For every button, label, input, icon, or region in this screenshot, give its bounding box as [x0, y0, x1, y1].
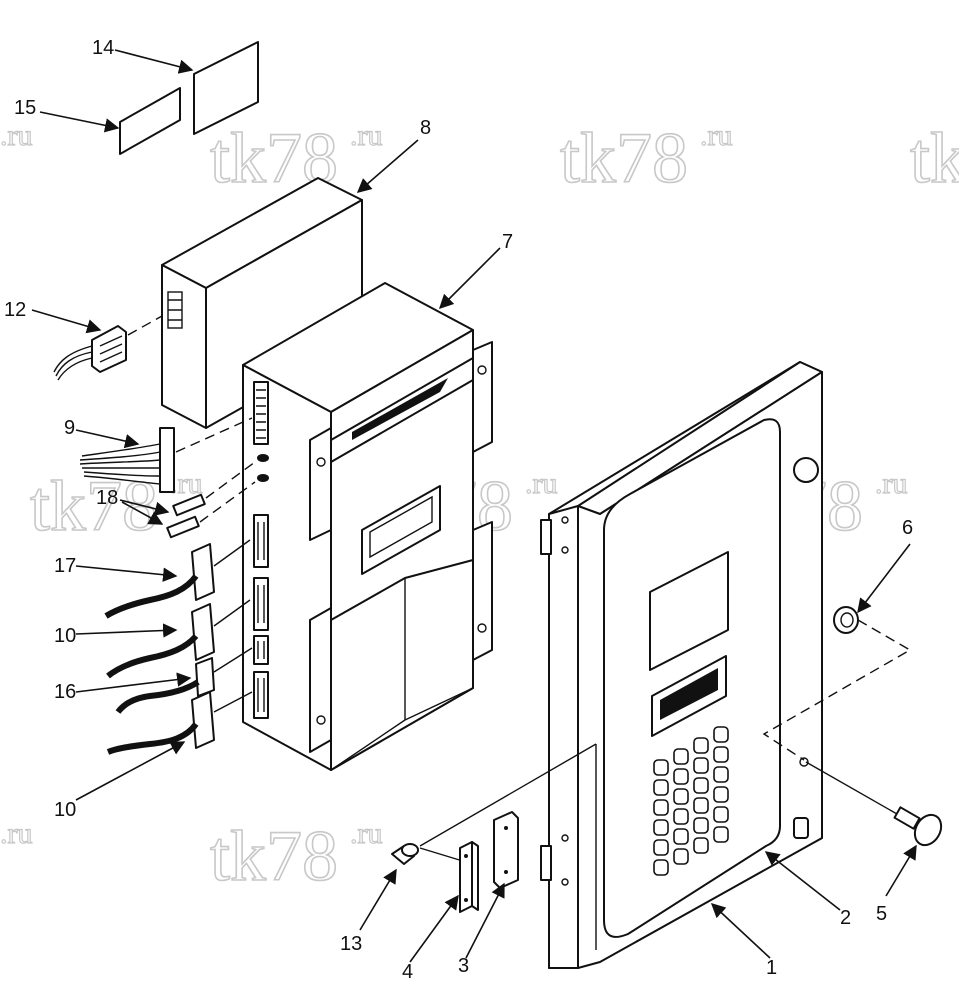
keypad-key — [693, 797, 709, 814]
keypad-key — [713, 826, 729, 843]
keypad-key — [673, 828, 689, 845]
callout-14: 14 — [92, 37, 114, 59]
watermark: .ru — [0, 118, 33, 152]
keypad-key — [673, 848, 689, 865]
keypad-key — [713, 726, 729, 743]
keypad-key — [673, 768, 689, 785]
svg-text:.ru: .ru — [0, 119, 33, 152]
keypad-key — [693, 757, 709, 774]
callout-numbers: 1 2 3 4 5 6 7 8 9 10 10 12 13 14 15 16 1… — [4, 37, 913, 983]
keypad-key — [653, 779, 669, 796]
svg-text:tk78: tk78 — [210, 816, 338, 896]
keypad-key — [673, 788, 689, 805]
callout-18: 18 — [96, 487, 118, 509]
callout-8: 8 — [420, 117, 431, 139]
keypad-key — [673, 808, 689, 825]
keypad-key — [713, 786, 729, 803]
callout-13: 13 — [340, 933, 362, 955]
callout-2: 2 — [840, 907, 851, 929]
callout-4: 4 — [402, 961, 413, 983]
part-7-chassis — [242, 282, 493, 771]
callout-10-upper: 10 — [54, 625, 76, 647]
watermark: tk78 .ru — [559, 117, 733, 199]
callout-6: 6 — [902, 517, 913, 539]
callout-9: 9 — [64, 417, 75, 439]
part-18-fuses — [166, 461, 256, 539]
svg-text:.ru: .ru — [350, 817, 383, 850]
svg-text:.ru: .ru — [350, 119, 383, 152]
watermark: tk78 — [909, 117, 959, 199]
svg-text:.ru: .ru — [875, 467, 908, 500]
callout-7: 7 — [502, 231, 513, 253]
svg-text:tk78: tk78 — [560, 118, 688, 198]
callout-10-lower: 10 — [54, 799, 76, 821]
part-6-washer — [762, 606, 912, 761]
callout-15: 15 — [14, 97, 36, 119]
part-15-label-card — [119, 87, 181, 155]
keypad-key — [713, 766, 729, 783]
svg-text:tk78: tk78 — [30, 466, 158, 546]
keypad-key — [653, 859, 669, 876]
part-14-label-card — [193, 41, 259, 135]
keypad-key — [693, 737, 709, 754]
keypad-key — [713, 746, 729, 763]
leader-lines — [31, 49, 917, 963]
svg-text:tk78: tk78 — [910, 118, 959, 198]
callout-3: 3 — [458, 955, 469, 977]
part-2-keypad-panel — [603, 418, 819, 938]
watermark: .ru — [0, 816, 33, 850]
keypad-key — [713, 806, 729, 823]
part-4-bracket — [459, 841, 479, 913]
watermark: tk78 .ru — [209, 815, 383, 897]
callout-1: 1 — [766, 957, 777, 979]
part-3-bracket — [493, 811, 519, 889]
part-17-cable — [104, 539, 251, 619]
keypad-key — [653, 759, 669, 776]
part-10-cable-upper — [106, 599, 251, 679]
part-9-ribbon-connector — [79, 417, 253, 493]
keypad-key — [653, 819, 669, 836]
watermark: tk78 .ru — [29, 465, 203, 547]
watermark: tk78.ru — [209, 117, 383, 199]
part-13-ring-terminal — [391, 743, 597, 865]
callout-12: 12 — [4, 299, 26, 321]
keypad-keys — [653, 726, 729, 876]
keypad-key — [653, 839, 669, 856]
part-5-screw — [805, 761, 943, 847]
keypad-key — [653, 799, 669, 816]
part-10-cable-lower — [106, 691, 253, 755]
svg-text:.ru: .ru — [525, 467, 558, 500]
keypad-key — [673, 748, 689, 765]
svg-text:.ru: .ru — [700, 119, 733, 152]
svg-text:.ru: .ru — [0, 817, 33, 850]
keypad-key — [693, 837, 709, 854]
callout-16: 16 — [54, 681, 76, 703]
keypad-key — [693, 817, 709, 834]
keypad-key — [693, 777, 709, 794]
part-16-cable — [115, 647, 253, 714]
part-12-connector — [53, 315, 163, 381]
svg-text:.ru: .ru — [170, 467, 203, 500]
callout-17: 17 — [54, 555, 76, 577]
cable-assemblies — [104, 539, 253, 755]
callout-5: 5 — [876, 903, 887, 925]
